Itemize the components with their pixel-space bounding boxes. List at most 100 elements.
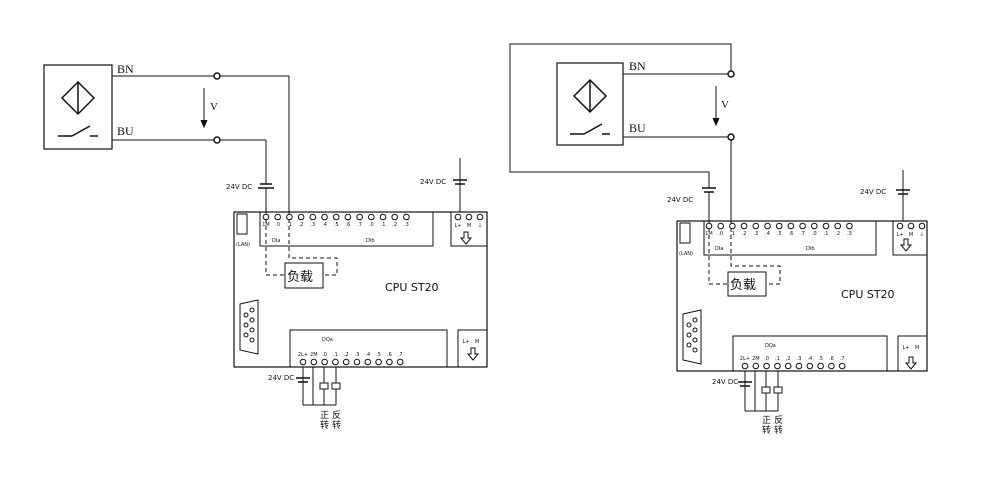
- forward-label-2: 转: [762, 424, 771, 436]
- dq-terminal: [321, 358, 328, 366]
- diagram-right: [509, 43, 928, 412]
- di-terminal-block: [703, 220, 877, 256]
- di-terminal-label: .1: [287, 222, 292, 228]
- di-terminal-label: .0: [275, 222, 280, 228]
- diagram-left: [43, 64, 488, 406]
- dq-terminal-block: [732, 335, 888, 372]
- dq-terminal: [763, 362, 770, 370]
- di-terminal-label: .2: [299, 222, 304, 228]
- di-terminal: [822, 222, 830, 230]
- dq-terminal-label: .6: [387, 352, 392, 358]
- dq-power-block: [457, 329, 488, 368]
- power-terminal: [907, 222, 915, 230]
- dq-terminal-label: .0: [322, 352, 327, 358]
- dq-terminal: [332, 358, 339, 366]
- power-terminal: [896, 222, 904, 230]
- di-terminal-label: .2: [392, 222, 397, 228]
- reverse-label-2: 转: [332, 419, 341, 431]
- power-terminal-block: [892, 220, 928, 256]
- di-terminal-label: .2: [742, 231, 747, 237]
- down-arrow-icon: [459, 231, 473, 245]
- dq-terminal-label: 2M: [310, 352, 318, 358]
- dq-terminal-label: 2L+: [298, 352, 308, 358]
- di-terminal-label: .6: [346, 222, 351, 228]
- di-terminal-label: .3: [847, 231, 852, 237]
- di-terminal: [309, 213, 317, 221]
- dq-terminal-block: [289, 329, 448, 368]
- di-terminal: [391, 213, 399, 221]
- dq-terminal: [817, 362, 824, 370]
- di-terminal-label: 1M: [705, 231, 713, 237]
- dq-terminal-label: .2: [786, 356, 791, 362]
- di-terminal-label: .3: [310, 222, 315, 228]
- power-terminal-label: M: [909, 232, 913, 238]
- di-terminal-label: .5: [777, 231, 782, 237]
- dq-terminal-label: .2: [344, 352, 349, 358]
- dq-terminal: [741, 362, 749, 370]
- dq-terminal: [353, 358, 361, 366]
- load-label: 负载: [730, 278, 756, 293]
- output-supply-label: 24V DC: [712, 378, 738, 386]
- dq-terminal-label: .6: [829, 356, 834, 362]
- di-terminal: [799, 222, 806, 230]
- dq-terminal: [806, 362, 814, 370]
- lan-label: (LAN): [679, 251, 693, 257]
- terminal-dots: [262, 213, 926, 370]
- dq-terminal-label: .5: [376, 352, 381, 358]
- plc-body: [233, 211, 488, 368]
- di-terminal: [717, 222, 725, 230]
- di-terminal: [787, 222, 795, 230]
- forward-label-2: 转: [320, 419, 329, 431]
- dq-terminal-label: .5: [818, 356, 823, 362]
- di-terminal: [775, 222, 783, 230]
- voltage-label: V: [721, 99, 729, 111]
- dq-terminal-label: .1: [333, 352, 338, 358]
- power-supply-label: 24V DC: [860, 188, 886, 196]
- dq-power-terminal-label: L+: [903, 345, 910, 351]
- serial-port: [682, 309, 702, 365]
- dq-terminal: [784, 362, 792, 370]
- serial-port: [239, 299, 259, 355]
- di-terminal-block: [259, 211, 434, 247]
- proximity-sensor: [556, 62, 624, 146]
- dq-terminal: [386, 358, 393, 366]
- bn-terminal: [727, 70, 735, 78]
- di-terminal-label: .7: [357, 222, 362, 228]
- dib-label: DIb: [366, 238, 375, 244]
- di-terminal: [764, 222, 771, 230]
- di-terminal-label: .3: [404, 222, 409, 228]
- down-arrow-icon: [466, 347, 480, 361]
- dq-terminal: [752, 362, 760, 370]
- di-terminal-label: 1M: [262, 222, 270, 228]
- dq-terminal-label: 2L+: [740, 356, 750, 362]
- power-terminal: [476, 213, 484, 221]
- dq-terminal: [396, 358, 404, 366]
- bn-label: BN: [117, 62, 134, 76]
- power-terminal-label: M: [467, 223, 471, 229]
- di-terminal: [729, 222, 736, 230]
- power-terminal-label: L+: [455, 223, 462, 229]
- reverse-label-1: 反: [332, 410, 341, 421]
- di-terminal: [403, 213, 410, 221]
- di-terminal: [286, 213, 293, 221]
- di-terminal-label: .6: [789, 231, 794, 237]
- di-terminal: [368, 213, 375, 221]
- dq-terminal-label: .1: [775, 356, 780, 362]
- lan-port: [679, 222, 691, 244]
- di-terminal: [356, 213, 363, 221]
- di-terminal: [846, 222, 853, 230]
- di-terminal: [344, 213, 352, 221]
- di-terminal: [811, 222, 818, 230]
- dq-terminal: [342, 358, 350, 366]
- di-terminal-label: .1: [824, 231, 829, 237]
- load-box: [727, 271, 767, 297]
- bn-terminal: [213, 72, 221, 80]
- forward-relay-coil: [761, 386, 771, 394]
- di-terminal: [332, 213, 340, 221]
- dia-label: DIa: [272, 238, 280, 244]
- power-terminal-label: ⏚: [919, 231, 924, 238]
- di-terminal: [752, 222, 760, 230]
- voltage-label: V: [210, 101, 218, 113]
- di-terminal: [321, 213, 328, 221]
